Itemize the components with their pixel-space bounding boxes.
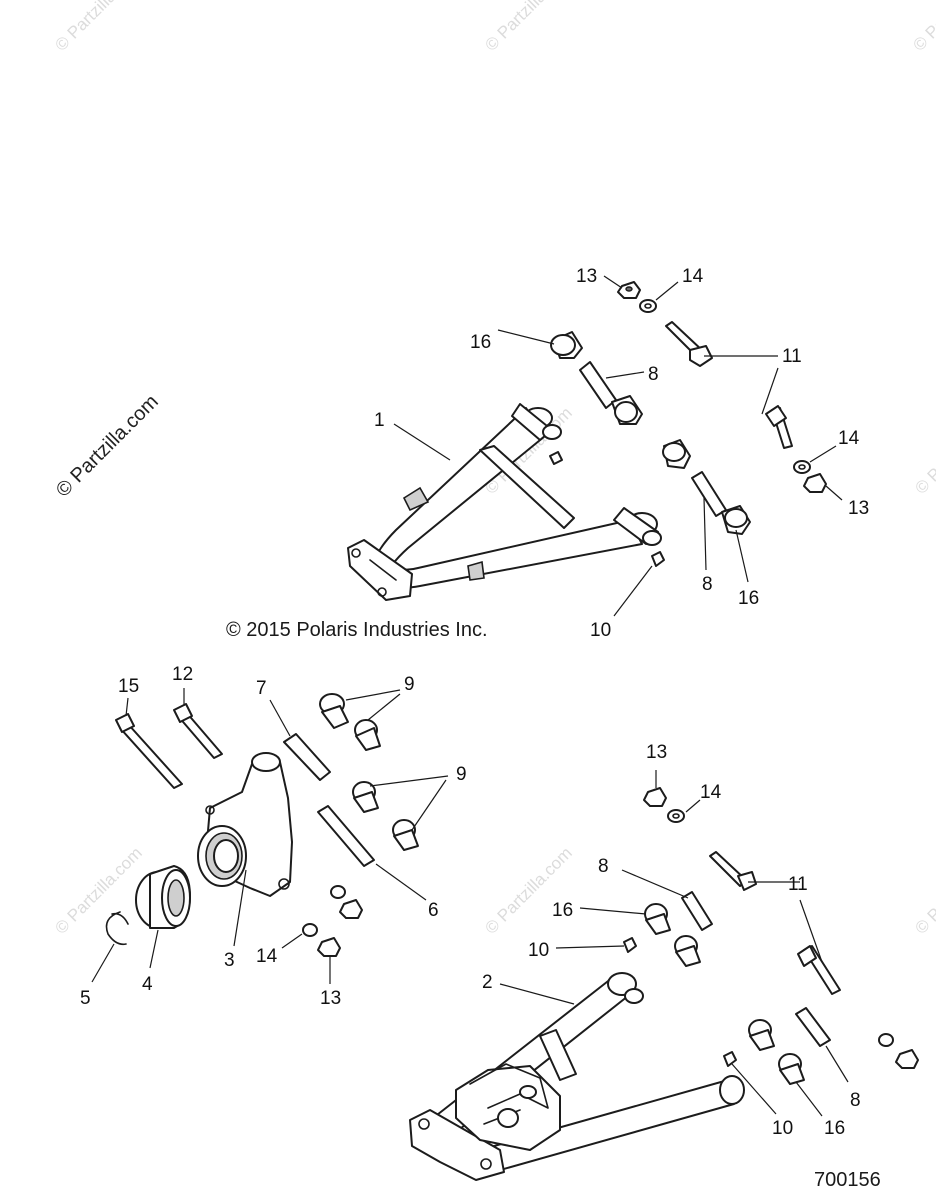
knuckle-group: [105, 693, 419, 957]
callout-labels: 13 14 16 11 8 1 14 13 8 16 10 15 12 7 9 …: [80, 266, 869, 1139]
watermark-top-left: © Partzilla.com: [51, 0, 145, 55]
callout-10: 10: [590, 620, 611, 641]
callout-5: 5: [80, 988, 91, 1009]
watermark-lower-left: © Partzilla.com: [51, 843, 145, 937]
watermark-top-right: © Partzilla.com: [909, 0, 936, 55]
callout-11: 11: [782, 346, 802, 367]
callout-13: 13: [576, 266, 597, 287]
callout-12: 12: [172, 664, 193, 685]
callout-1: 1: [374, 410, 385, 431]
lower-a-arm: [409, 972, 745, 1181]
upper-a-arm: [347, 403, 662, 601]
callout-10: 10: [528, 940, 549, 961]
callout-11: 11: [788, 874, 808, 895]
watermark-lower-right: © Partzilla.com: [911, 843, 936, 937]
copyright-notice: © 2015 Polaris Industries Inc.: [226, 619, 488, 641]
callout-8: 8: [850, 1090, 861, 1111]
callout-14: 14: [700, 782, 722, 803]
callout-16: 16: [552, 900, 573, 921]
callout-16: 16: [738, 588, 759, 609]
watermark-mid-right: © Partzilla.com: [911, 403, 936, 497]
callout-8: 8: [648, 364, 659, 385]
callout-13: 13: [646, 742, 667, 763]
callout-2: 2: [482, 972, 493, 993]
callout-8: 8: [598, 856, 609, 877]
callout-4: 4: [142, 974, 153, 995]
callout-7: 7: [256, 678, 267, 699]
watermark-lower-center: © Partzilla.com: [481, 843, 575, 937]
callout-16: 16: [470, 332, 491, 353]
callout-14: 14: [256, 946, 278, 967]
watermark-top-center: © Partzilla.com: [481, 0, 575, 55]
figure-number: 700156: [814, 1169, 881, 1191]
leader-lines: [91, 275, 849, 1117]
lower-hardware: [623, 787, 919, 1085]
upper-hardware: [549, 281, 827, 567]
callout-9: 9: [404, 674, 415, 695]
callout-13: 13: [848, 498, 869, 519]
callout-3: 3: [224, 950, 235, 971]
callout-9: 9: [456, 764, 467, 785]
callout-16: 16: [824, 1118, 845, 1139]
callout-10: 10: [772, 1118, 793, 1139]
callout-15: 15: [118, 676, 139, 697]
watermark-dark: © Partzilla.com: [52, 391, 163, 502]
callout-14: 14: [682, 266, 704, 287]
callout-6: 6: [428, 900, 439, 921]
callout-14: 14: [838, 428, 860, 449]
callout-8: 8: [702, 574, 713, 595]
callout-13: 13: [320, 988, 341, 1009]
